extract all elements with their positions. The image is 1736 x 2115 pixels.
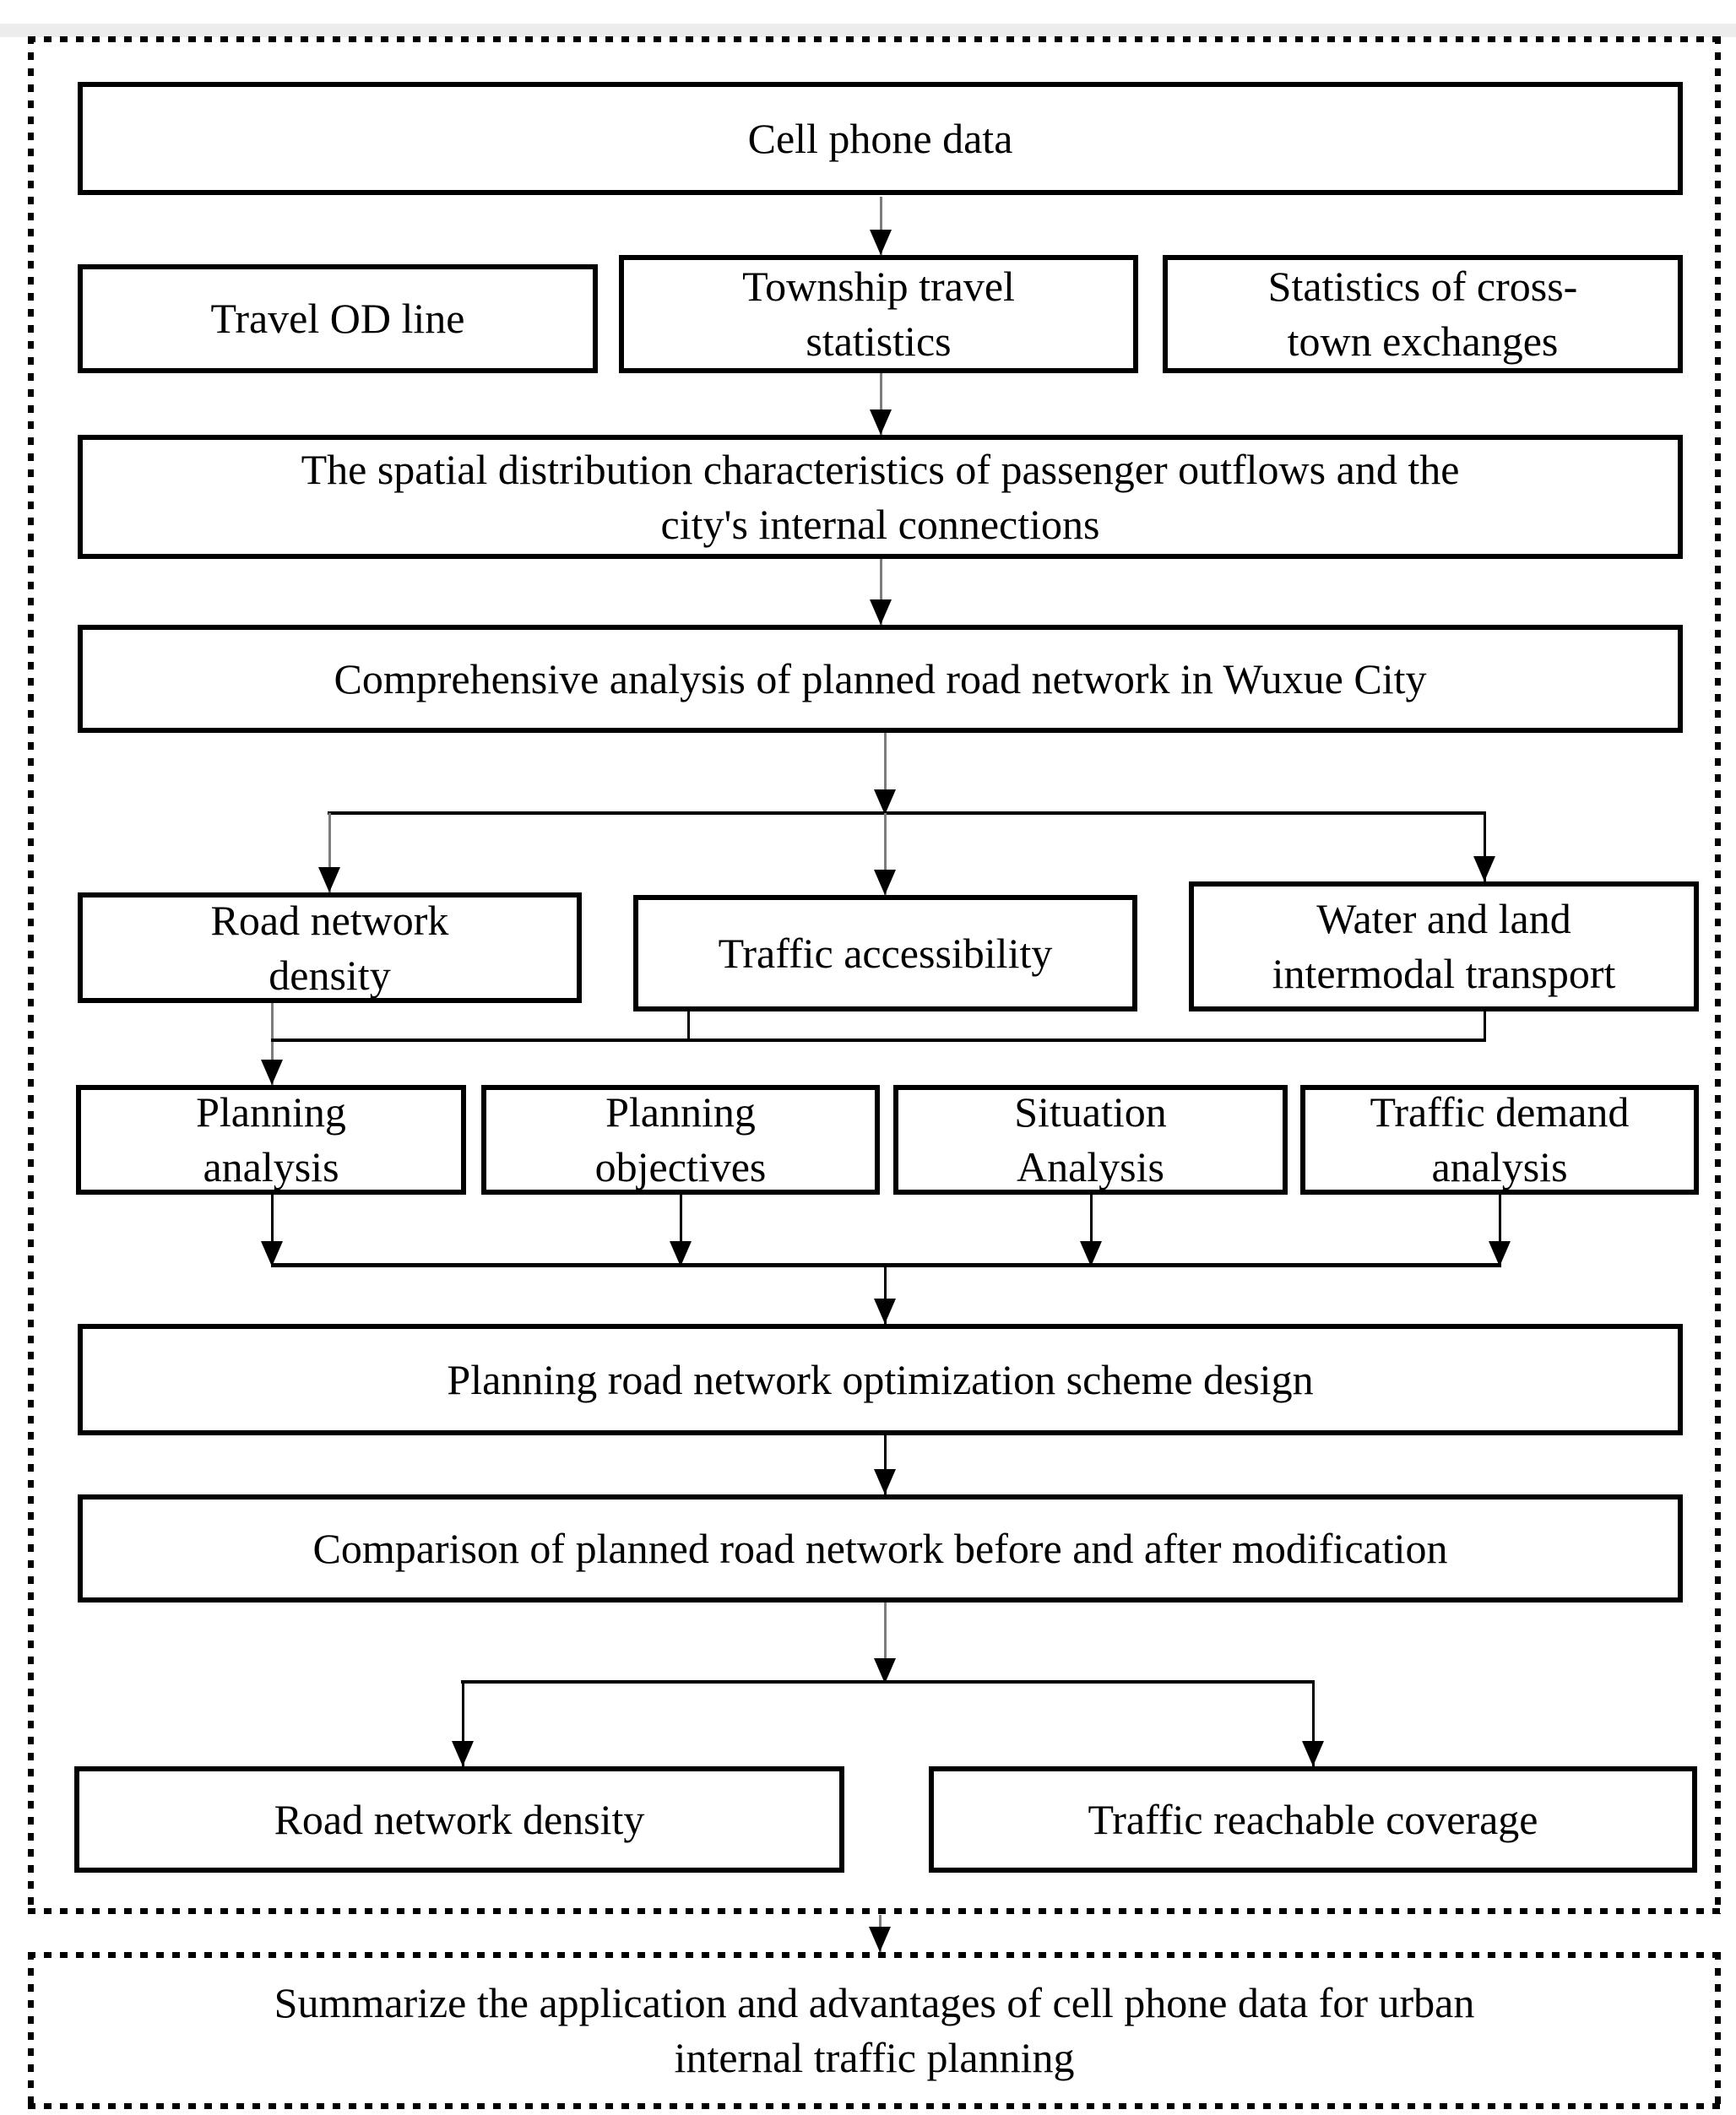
connector-to-road-density (328, 813, 331, 892)
node-planning-objectives: Planning objectives (481, 1085, 880, 1195)
node-traffic-demand-analysis: Traffic demand analysis (1300, 1085, 1699, 1195)
connector-township-to-spatial (880, 373, 882, 435)
node-water-land-intermodal: Water and land intermodal transport (1189, 881, 1699, 1011)
node-traffic-reachable-coverage: Traffic reachable coverage (929, 1766, 1697, 1873)
connector-to-coverage-result (1312, 1682, 1315, 1766)
connector-planning-analysis-out (271, 1195, 274, 1265)
connector-to-density-result (462, 1682, 464, 1766)
arrowhead-down-icon (874, 1658, 896, 1684)
node-optimization-scheme-design: Planning road network optimization schem… (78, 1324, 1683, 1435)
connector-water-land-out (1484, 1011, 1486, 1042)
node-road-network-density-result: Road network density (74, 1766, 844, 1873)
connector-accessibility-out (687, 1011, 690, 1042)
arrowhead-down-icon (874, 1299, 896, 1324)
node-road-network-density: Road network density (78, 892, 582, 1003)
arrowhead-down-icon (452, 1741, 474, 1766)
node-comprehensive-analysis: Comprehensive analysis of planned road n… (78, 625, 1683, 733)
node-statistics-cross-town-exchanges: Statistics of cross- town exchanges (1163, 255, 1683, 373)
connector-optimization-to-comparison (884, 1435, 887, 1494)
arrowhead-down-icon (874, 870, 896, 895)
arrowhead-down-icon (1302, 1741, 1324, 1766)
node-planning-analysis: Planning analysis (76, 1085, 466, 1195)
arrowhead-down-icon (870, 599, 892, 625)
page-edge-strip (0, 24, 1736, 37)
collector-line-3 (271, 1263, 1501, 1267)
arrowhead-down-icon (1489, 1241, 1511, 1266)
connector-situation-out (1090, 1195, 1093, 1265)
connector-to-optimization (884, 1266, 887, 1324)
node-travel-od-line: Travel OD line (78, 264, 598, 373)
arrowhead-down-icon (670, 1241, 692, 1266)
collector-line-4 (461, 1680, 1315, 1684)
connector-cell-to-township (880, 197, 882, 255)
arrowhead-down-icon (874, 1469, 896, 1494)
node-comparison-before-after: Comparison of planned road network befor… (78, 1494, 1683, 1603)
node-township-travel-statistics: Township travel statistics (619, 255, 1138, 373)
connector-planning-objectives-out (680, 1195, 682, 1265)
connector-to-water-land (1484, 813, 1486, 881)
connector-to-traffic-accessibility (884, 813, 887, 895)
node-situation-analysis: Situation Analysis (893, 1085, 1288, 1195)
collector-line-2 (271, 1039, 1486, 1042)
connector-spatial-to-comprehensive (880, 559, 882, 625)
arrowhead-down-icon (1080, 1241, 1102, 1266)
arrowhead-down-icon (874, 789, 896, 815)
arrowhead-down-icon (870, 230, 892, 255)
node-spatial-distribution: The spatial distribution characteristics… (78, 435, 1683, 559)
connector-traffic-demand-out (1499, 1195, 1501, 1265)
connector-comprehensive-to-collector (884, 733, 887, 813)
node-cell-phone-data: Cell phone data (78, 82, 1683, 195)
arrowhead-down-icon (1473, 856, 1495, 881)
collector-line-1 (328, 811, 1486, 815)
arrowhead-down-icon (318, 867, 340, 892)
connector-road-to-planning-analysis (271, 1003, 274, 1085)
arrowhead-down-icon (869, 1927, 891, 1952)
node-summary: Summarize the application and advantages… (28, 1952, 1721, 2109)
arrowhead-down-icon (261, 1060, 283, 1085)
arrowhead-down-icon (870, 409, 892, 435)
node-traffic-accessibility: Traffic accessibility (633, 895, 1137, 1011)
connector-comparison-out (884, 1603, 887, 1682)
arrowhead-down-icon (261, 1241, 283, 1266)
